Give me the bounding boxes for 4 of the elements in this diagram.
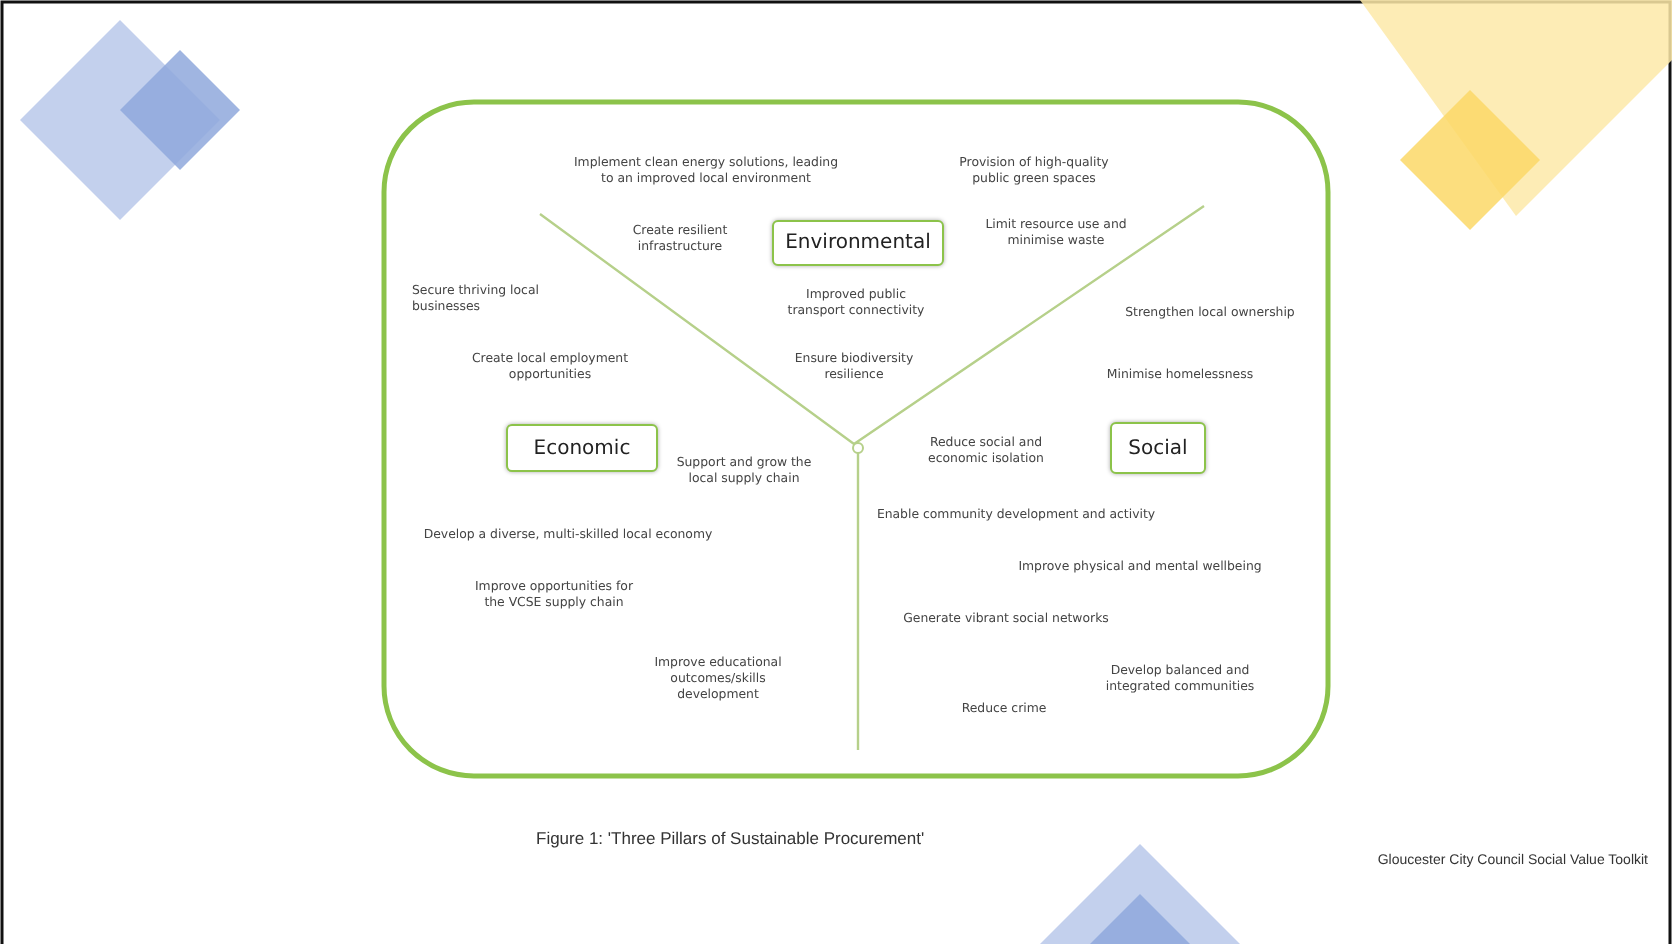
pillar-box: Economic: [506, 424, 658, 472]
figure-caption: Figure 1: 'Three Pillars of Sustainable Procurement': [536, 828, 925, 848]
pillar-box: Environmental: [772, 220, 944, 266]
pillar-box: Social: [1110, 422, 1206, 474]
